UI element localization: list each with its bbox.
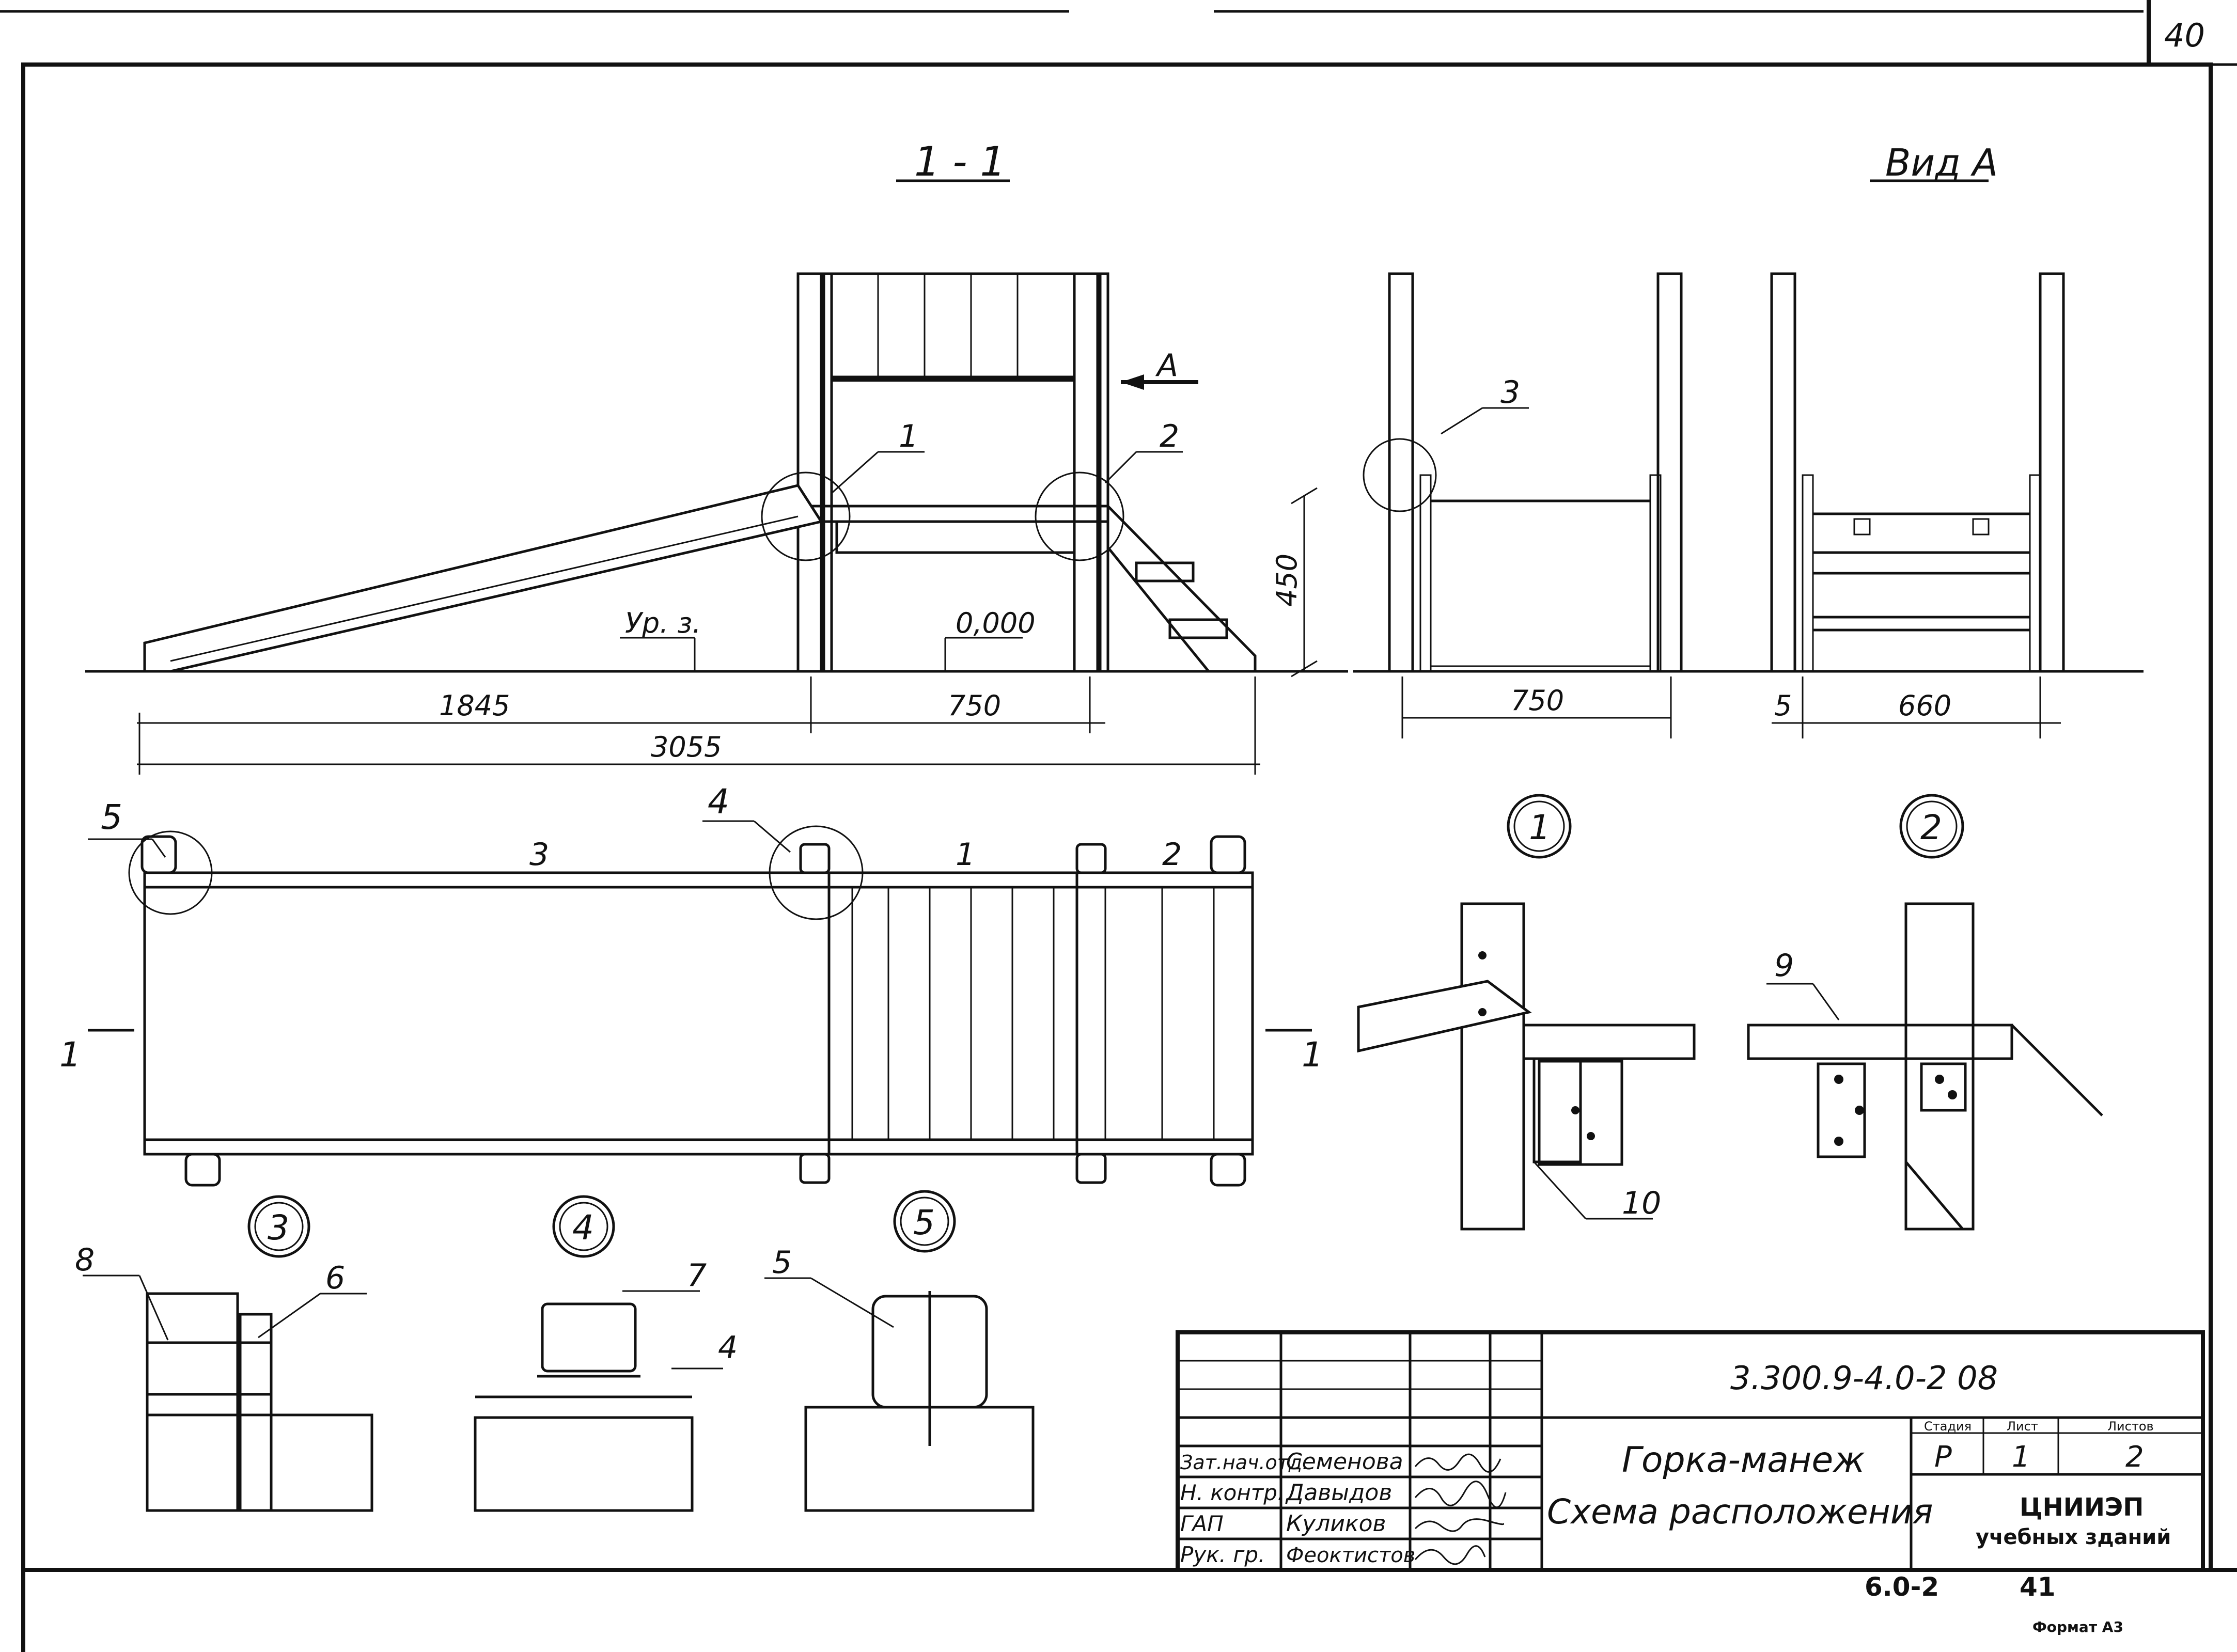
name-2: Куликов (1286, 1511, 1386, 1537)
signature-0 (1414, 1453, 1501, 1473)
callout-2-section: 2 (1160, 418, 1179, 454)
dim-height-450: 450 (1271, 554, 1303, 607)
dim-660: 660 (1898, 689, 1951, 722)
sheet-header: Лист (2007, 1419, 2038, 1434)
detail-4: 4 7 4 (474, 1195, 738, 1512)
detail-2-id: 2 (1920, 808, 1942, 847)
series-code: 6.0-2 (1865, 1572, 1939, 1602)
dim-1845: 1845 (439, 689, 510, 722)
signature-2 (1414, 1518, 1505, 1532)
plan-callout-1: 1 (956, 837, 975, 873)
series-number: 41 (2020, 1572, 2056, 1602)
role-2: ГАП (1180, 1511, 1224, 1536)
view-arrow-label: А (1155, 348, 1178, 384)
detail-3-callout-6: 6 (325, 1260, 345, 1296)
dim-750-section: 750 (948, 689, 1001, 722)
name-0: Семенова (1286, 1449, 1403, 1475)
dim-5: 5 (1774, 689, 1792, 722)
detail-5-id: 5 (913, 1203, 935, 1242)
section-1-1-view: 1 - 1 1 2 (85, 139, 1348, 775)
dim-750-view-a: 750 (1511, 684, 1564, 717)
role-3: Рук. гр. (1180, 1542, 1265, 1567)
plan-callout-4: 4 (708, 782, 729, 822)
page-number: 40 (2164, 17, 2205, 54)
sheet-value: 1 (2012, 1440, 2030, 1474)
callout-3-view-a: 3 (1500, 374, 1520, 411)
plan-callout-3: 3 (529, 837, 549, 873)
view-a: Вид А 3 750 5 660 (1353, 141, 2144, 738)
stage-value: Р (1934, 1440, 1952, 1474)
doc-code: 3.300.9-4.0-2 08 (1730, 1359, 1998, 1397)
title-line1: Горка-манеж (1622, 1440, 1865, 1481)
plan-view: 1 1 5 4 3 1 2 (59, 782, 1323, 1187)
detail-5-callout-5: 5 (772, 1245, 792, 1281)
level-ground-label: Ур. з. (625, 607, 701, 639)
title-line2: Схема расположения (1547, 1492, 1933, 1532)
role-1: Н. контр. (1180, 1480, 1284, 1505)
org-name: ЦНИИЭП (2020, 1493, 2144, 1522)
sheets-header: Листов (2107, 1419, 2154, 1434)
title-block: 3.300.9-4.0-2 08 Зат.нач.отд. Н. контр. … (1176, 1330, 2205, 1572)
name-3: Феоктистов (1286, 1544, 1415, 1567)
section-1-1-title: 1 - 1 (914, 139, 1006, 185)
callout-1-section: 1 (899, 418, 918, 454)
detail-3: 3 8 6 (75, 1195, 373, 1512)
stage-header: Стадия (1924, 1419, 1972, 1434)
plan-section-mark-right: 1 (1302, 1035, 1323, 1075)
org-sub: учебных зданий (1976, 1525, 2171, 1549)
detail-5: 5 5 (764, 1190, 1035, 1512)
role-0: Зат.нач.отд. (1180, 1451, 1308, 1474)
detail-3-callout-8: 8 (75, 1242, 95, 1278)
signature-3 (1414, 1545, 1486, 1565)
plan-callout-2: 2 (1162, 837, 1182, 873)
detail-3-id: 3 (268, 1208, 289, 1248)
detail-2-callout-9: 9 (1774, 948, 1794, 984)
detail-2: 2 9 (1747, 794, 2103, 1231)
dim-3055: 3055 (651, 731, 722, 763)
plan-section-mark-left: 1 (59, 1035, 81, 1075)
signature-1 (1414, 1481, 1507, 1508)
plan-callout-5: 5 (101, 797, 122, 837)
detail-1-callout-10: 10 (1622, 1185, 1661, 1221)
detail-1-id: 1 (1529, 808, 1551, 847)
detail-1: 1 10 (1357, 794, 1696, 1231)
view-a-title: Вид А (1885, 141, 1998, 184)
sheets-value: 2 (2125, 1440, 2144, 1474)
format-label: Формат А3 (2032, 1618, 2123, 1635)
name-1: Давыдов (1285, 1480, 1392, 1506)
detail-4-callout-7: 7 (687, 1257, 707, 1294)
detail-4-id: 4 (572, 1208, 594, 1248)
detail-4-callout-4: 4 (718, 1330, 738, 1366)
level-zero-label: 0,000 (956, 607, 1036, 639)
